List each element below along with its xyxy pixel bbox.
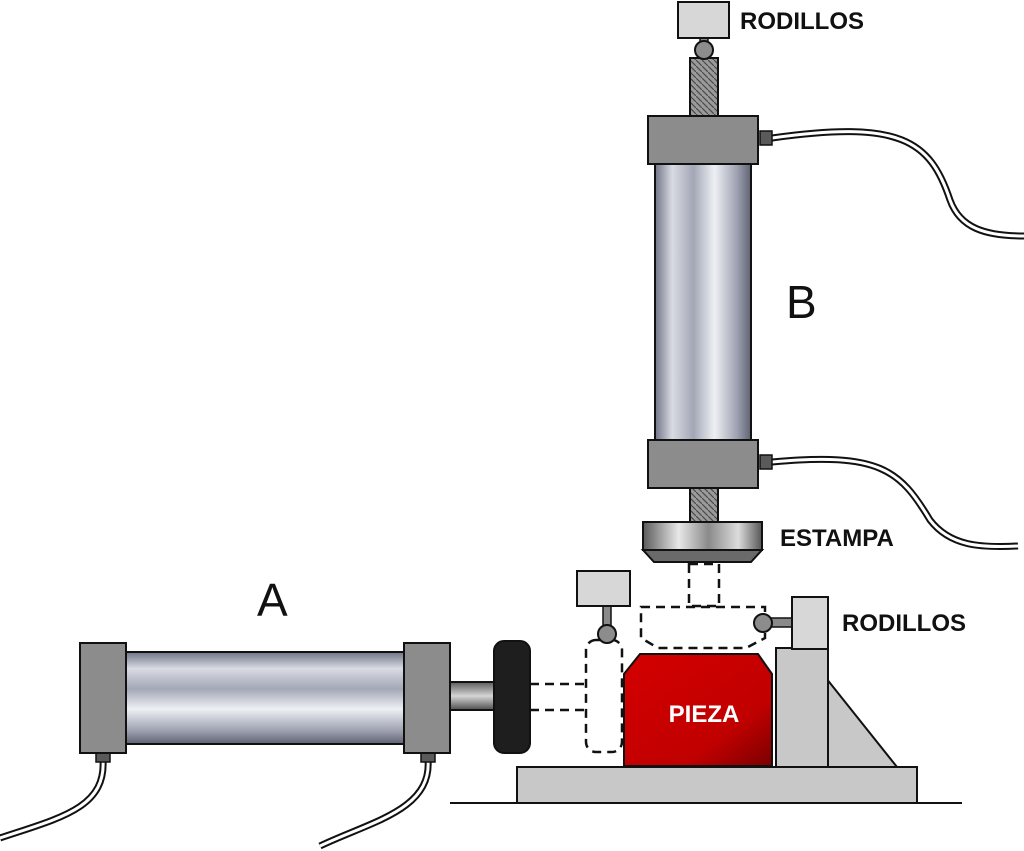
cylinder-b-barrel [654, 163, 752, 441]
hose-a-right [318, 759, 432, 850]
roller-unit-right [753, 596, 829, 650]
pieza-label: PIEZA [669, 701, 740, 728]
label-cylinder-b: B [786, 276, 817, 328]
cylinder-a-cap-right [403, 642, 451, 754]
estampa-stamp [640, 521, 765, 563]
label-estampa: ESTAMPA [780, 525, 894, 552]
label-rodillos-top: RODILLOS [740, 8, 864, 35]
cylinder-b-cap-top [647, 115, 759, 165]
label-rodillos-right: RODILLOS [842, 610, 966, 637]
cylinder-a-pusher [493, 640, 531, 754]
roller-unit-left [576, 570, 631, 644]
cylinder-b-cap-bottom [647, 439, 759, 489]
cylinder-a-rod [449, 681, 497, 711]
pieza-workpiece: PIEZA [623, 653, 773, 767]
cylinder-a [0, 640, 531, 850]
hose-b-top [771, 128, 1024, 240]
cylinder-a-extended-ghost [530, 638, 624, 754]
base-plate [516, 766, 918, 804]
cylinder-b-top-rod [689, 57, 719, 117]
cylinder-b-bottom-rod [689, 487, 719, 525]
roller-unit-top [677, 1, 730, 60]
cylinder-b [647, 57, 1024, 551]
label-cylinder-a: A [257, 574, 288, 626]
fixture-support [775, 647, 900, 768]
cylinder-a-barrel [125, 651, 405, 745]
cylinder-a-cap-left [79, 642, 127, 754]
stamp-landing-ghost [639, 562, 767, 650]
